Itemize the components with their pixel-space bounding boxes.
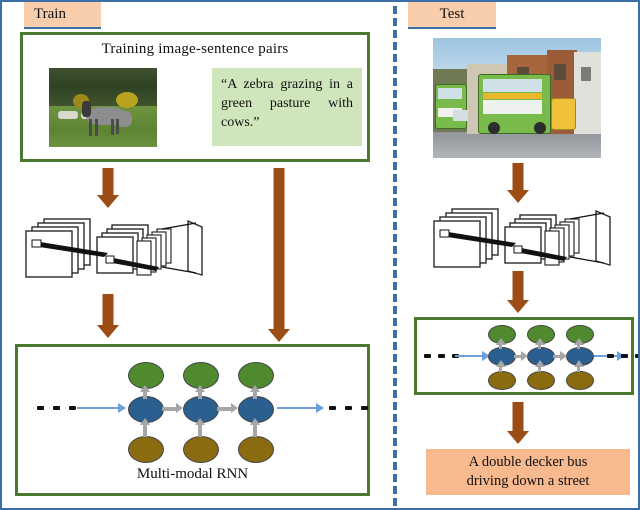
arrow-image-to-cnn-test bbox=[507, 163, 529, 203]
caption-line-1: A double decker bus bbox=[468, 454, 588, 470]
rnn-trailing-dots-test bbox=[607, 354, 638, 358]
generated-caption-box: A double decker bus driving down a stree… bbox=[426, 449, 630, 495]
training-sentence-quote: “A zebra grazing in a green pasture with… bbox=[212, 68, 362, 146]
caption-line-2: driving down a street bbox=[466, 473, 590, 489]
arrow-image-to-cnn bbox=[97, 168, 119, 208]
tab-test[interactable]: Test bbox=[408, 2, 496, 29]
arrow-sentence-to-rnn bbox=[268, 168, 290, 342]
rnn-leading-dots-test bbox=[424, 354, 459, 358]
arrow-rnn-to-caption bbox=[507, 402, 529, 444]
rnn-graph-test bbox=[414, 317, 638, 395]
arrow-cnn-to-rnn-train bbox=[97, 294, 119, 338]
zebra-image bbox=[49, 68, 157, 147]
rnn-trailing-dots-train bbox=[329, 406, 368, 410]
tab-train[interactable]: Train bbox=[24, 2, 101, 29]
multimodal-rnn-label: Multi-modal RNN bbox=[136, 466, 249, 482]
rnn-graph-train: Multi-modal RNN bbox=[15, 344, 370, 496]
bus-image bbox=[433, 38, 601, 158]
arrow-cnn-to-rnn-test bbox=[507, 271, 529, 313]
cnn-diagram-test bbox=[428, 205, 613, 271]
rnn-leading-dots-train bbox=[37, 406, 76, 410]
panel-divider bbox=[393, 6, 397, 506]
training-pairs-title: Training image-sentence pairs bbox=[101, 41, 289, 57]
cnn-diagram-train bbox=[20, 215, 205, 281]
